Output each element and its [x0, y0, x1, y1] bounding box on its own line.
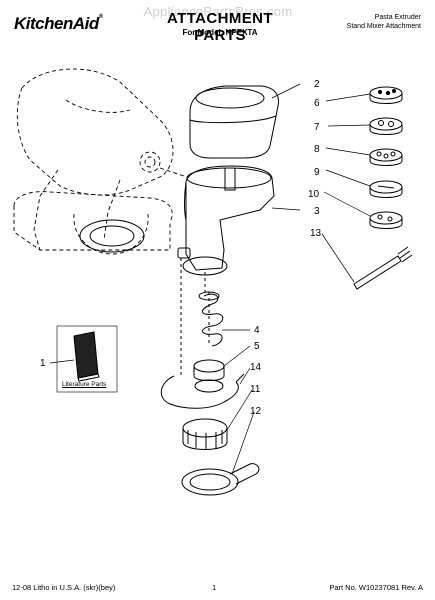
part-9-pasta-plate	[369, 180, 403, 198]
callout-numbers: 2 6 7 8 9 10 3 13 4 5 14 11 12 1	[40, 79, 322, 417]
literature-parts-label: Literature Parts	[62, 381, 107, 388]
callout-4: 4	[254, 325, 260, 336]
mixer-bowl	[79, 219, 145, 253]
leader-lines	[49, 83, 371, 475]
callout-12: 12	[250, 406, 262, 417]
part-4-auger	[198, 291, 224, 347]
callout-1: 1	[40, 358, 46, 369]
stand-mixer-outline	[13, 68, 185, 255]
callout-9: 9	[314, 167, 320, 178]
footer-page-number: 1	[212, 583, 217, 592]
part-7-pasta-plate	[369, 117, 403, 135]
callout-10: 10	[308, 189, 320, 200]
brand-name: KitchenAid	[14, 14, 99, 33]
part-11-die-ring	[182, 418, 228, 450]
subtitle-line-2: Stand Mixer Attachment	[346, 23, 421, 30]
footer-litho: 12-08 Litho in U.S.A. (skr)(bey)	[12, 583, 116, 592]
callout-7: 7	[314, 122, 320, 133]
watermark: AppliancePartsPros.com	[143, 4, 293, 19]
part-1-literature	[73, 331, 100, 382]
callout-6: 6	[314, 98, 320, 109]
part-3-extruder-body	[177, 165, 275, 276]
part-10-pasta-plate	[369, 211, 403, 229]
registered-mark: ®	[98, 14, 103, 20]
page-title: ATTACHMENT PARTS	[167, 10, 273, 44]
callout-5: 5	[254, 341, 260, 352]
subtitle-line-1: Pasta Extruder	[374, 14, 421, 21]
part-14-die-wrench	[160, 373, 245, 409]
literature-box	[56, 325, 118, 393]
part-13-cleaning-brush	[353, 246, 413, 290]
brand-logo: KitchenAid®	[14, 14, 103, 34]
callout-11: 11	[250, 384, 261, 395]
model-label: For Model: KPEXTA	[182, 28, 258, 37]
callout-8: 8	[314, 144, 320, 155]
part-8-pasta-plate	[369, 148, 403, 166]
part-6-pasta-plate	[369, 86, 403, 104]
callout-14: 14	[250, 362, 262, 373]
callout-13: 13	[310, 228, 322, 239]
part-2-hopper-cover	[189, 85, 279, 159]
part-12-ring-wrench	[181, 463, 260, 496]
callout-3: 3	[314, 206, 320, 217]
callout-2: 2	[314, 79, 320, 90]
part-5-die	[193, 359, 225, 381]
footer-part-number: Part No. W10237081 Rev. A	[329, 583, 423, 592]
